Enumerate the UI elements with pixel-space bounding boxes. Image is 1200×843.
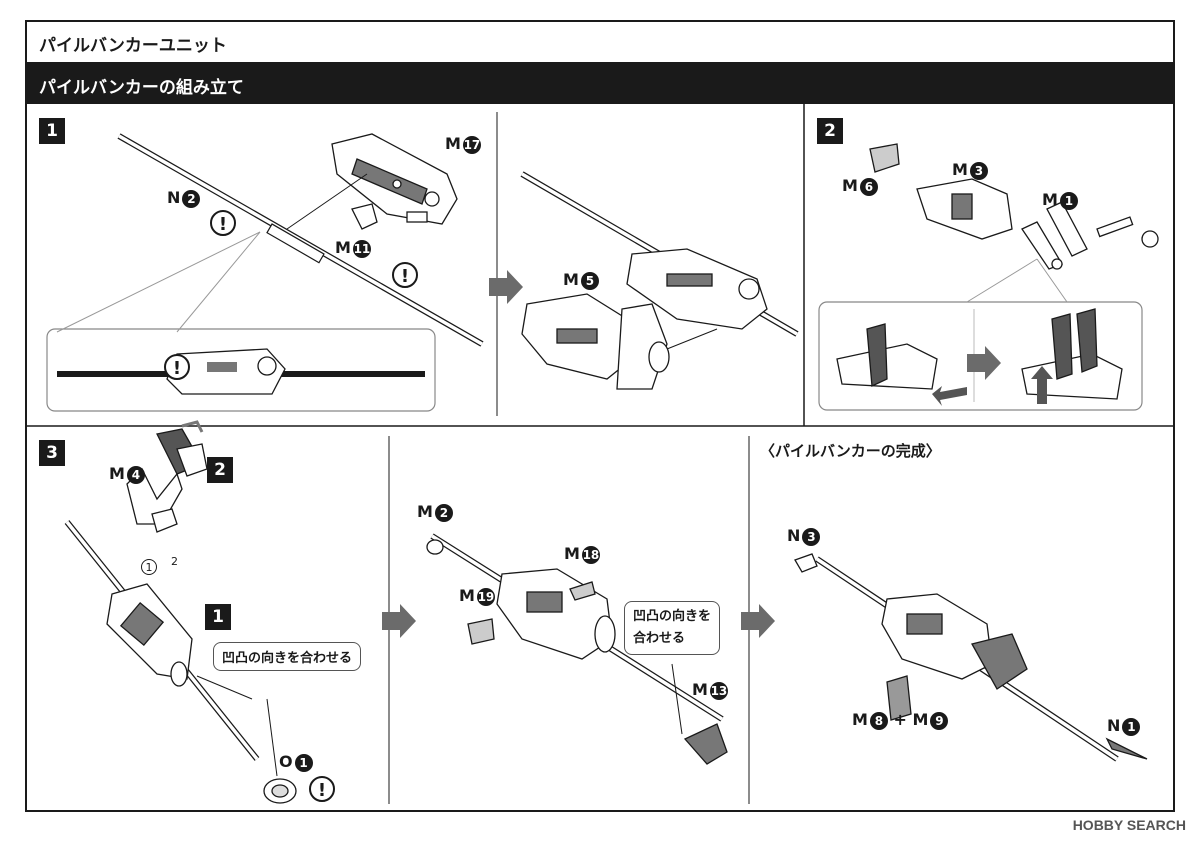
sub-step-1-badge: 1 (205, 604, 231, 630)
part-n3 (794, 553, 818, 573)
warning-icon: ! (309, 776, 335, 802)
warning-icon: ! (210, 210, 236, 236)
order-circle-1: 1 (141, 559, 157, 575)
assembly-step1 (626, 248, 768, 330)
section-header: パイルバンカーの組み立て (27, 64, 1173, 104)
section-title: パイルバンカーの組み立て (39, 78, 244, 98)
order-hex-2: 2 (166, 553, 183, 570)
part-m6 (869, 143, 900, 173)
part-m2 (426, 539, 444, 555)
part-m13 (683, 723, 728, 765)
rod-n2 (117, 133, 484, 347)
warning-icon: ! (392, 262, 418, 288)
instruction-sheet: パイルバンカーユニット パイルバンカーの組み立て (25, 20, 1175, 812)
sub-assembly-2 (156, 428, 208, 477)
rotate-arrow (181, 420, 204, 433)
part-m5 (521, 293, 670, 390)
assembly-step3b (496, 568, 616, 660)
part-pin (1096, 216, 1159, 248)
illustrations (27, 104, 1173, 804)
part-m8-m9 (886, 675, 912, 721)
part-m1 (1021, 201, 1088, 270)
part-m18 (569, 581, 596, 601)
step-3-badge: 3 (39, 440, 65, 466)
next-arrow-icon (967, 346, 1001, 380)
part-n1 (1105, 737, 1148, 760)
part-m19 (467, 618, 495, 645)
next-arrow-icon (382, 604, 416, 638)
watermark: HOBBY SEARCH (1072, 817, 1186, 833)
callout-line-2: 合わせる (633, 631, 686, 646)
step-1-badge: 1 (39, 118, 65, 144)
detail-step2-before (836, 323, 938, 390)
warning-icon: ! (164, 354, 190, 380)
assembly-complete (881, 593, 1028, 690)
step-2-badge: 2 (817, 118, 843, 144)
callout-line-1: 凹凸の向きを (633, 609, 712, 624)
up-arrow (1031, 366, 1053, 404)
page-title-bar: パイルバンカーユニット (27, 22, 1173, 64)
slide-arrow (932, 386, 967, 406)
part-m11 (351, 203, 378, 230)
part-o1 (263, 778, 297, 804)
next-arrow-icon (741, 604, 775, 638)
align-callout-2: 凹凸の向きを 合わせる (624, 601, 721, 655)
completed-title: 〈パイルバンカーの完成〉 (760, 442, 941, 460)
sub-step-2-badge: 2 (207, 457, 233, 483)
detail-rod-assembly (57, 348, 425, 395)
part-m3 (916, 178, 1013, 240)
part-m17 (331, 133, 458, 225)
next-arrow-icon (489, 270, 523, 304)
assembly-step3 (106, 583, 193, 687)
page-title: パイルバンカーユニット (39, 36, 227, 56)
align-callout: 凹凸の向きを合わせる (213, 642, 362, 671)
